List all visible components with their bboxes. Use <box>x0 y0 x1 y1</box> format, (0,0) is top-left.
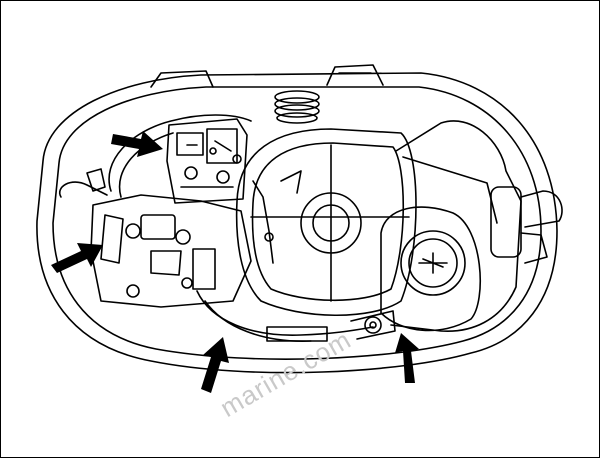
cowling-inner-outline <box>52 86 542 360</box>
fuel-hose-inner <box>118 132 174 198</box>
cowling-outer-outline <box>36 72 558 374</box>
arrow-lower-center <box>201 337 229 393</box>
fuel-cap-inner <box>408 238 458 288</box>
bolt-lower-right-center <box>369 321 377 329</box>
mount-plate <box>350 310 396 340</box>
arrow-lower-right <box>395 333 419 383</box>
engine-details <box>100 214 216 298</box>
bolt-lower-right <box>364 316 382 334</box>
fuel-tank <box>380 206 481 332</box>
arrow-carburetor <box>111 131 163 157</box>
link-bracket <box>280 170 302 194</box>
flywheel-hub-outer <box>300 192 362 254</box>
starter-arm <box>402 156 498 224</box>
starter-handle-block <box>490 186 522 258</box>
carburetor-assembly <box>166 118 248 204</box>
fuel-cap-wing <box>418 252 448 274</box>
rear-bracket <box>150 70 214 88</box>
spring-stack <box>274 90 320 124</box>
throttle-link <box>252 180 274 264</box>
flywheel-hub-inner <box>312 204 350 242</box>
fuel-cap-outer <box>400 230 466 296</box>
spark-plug-boot <box>86 168 106 192</box>
choke-knob <box>520 190 563 228</box>
cable-clamp <box>266 326 328 342</box>
arrow-fuel-hose <box>51 243 103 273</box>
link-pivot <box>264 232 274 242</box>
starter-housing <box>390 120 522 332</box>
front-bracket <box>326 64 384 86</box>
engine-block <box>90 194 252 308</box>
control-cable <box>196 290 374 336</box>
fuel-hose <box>108 114 252 192</box>
flywheel-cover <box>235 128 417 317</box>
tiller-bracket <box>520 232 548 264</box>
spark-plug-lead <box>58 181 108 198</box>
flywheel-cover-inner <box>251 142 405 302</box>
